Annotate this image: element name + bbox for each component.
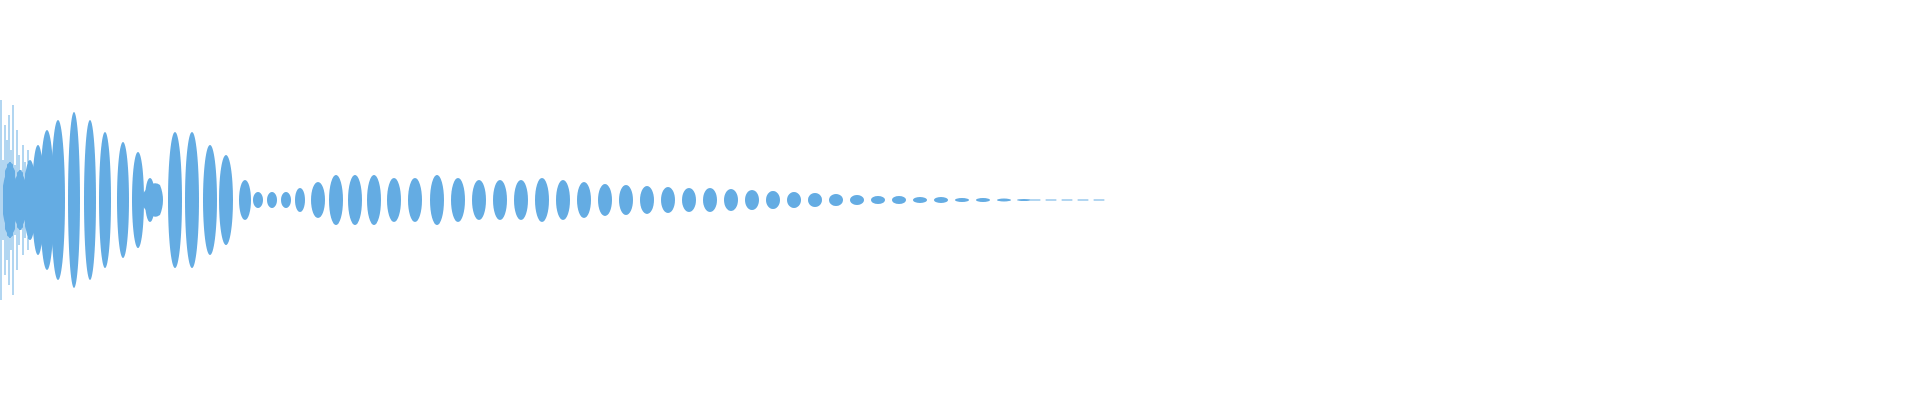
waveform-lobe bbox=[348, 175, 362, 225]
waveform-lobe bbox=[850, 195, 864, 205]
waveform-lobe bbox=[267, 192, 277, 208]
waveform-lobe bbox=[535, 178, 549, 222]
waveform-lobe bbox=[3, 162, 17, 238]
waveform-lobe bbox=[203, 145, 217, 255]
waveform-lobe bbox=[913, 197, 927, 203]
waveform-lobe bbox=[640, 186, 654, 214]
waveform-lobe bbox=[598, 184, 612, 216]
waveform-lobe bbox=[556, 180, 570, 220]
waveform-lobe bbox=[829, 194, 843, 206]
waveform-lobe bbox=[745, 190, 759, 210]
waveform-lobe bbox=[808, 193, 822, 207]
waveform-lobe bbox=[955, 198, 969, 202]
waveform-lobe bbox=[281, 192, 291, 208]
waveform-lobe bbox=[619, 185, 633, 215]
waveform-lobe bbox=[132, 152, 144, 248]
waveform-lobe bbox=[451, 178, 465, 222]
waveform-lobe bbox=[84, 120, 96, 280]
waveform-lobe bbox=[787, 192, 801, 208]
waveform-lobe bbox=[1017, 199, 1031, 201]
waveform-lobe bbox=[493, 180, 507, 220]
waveform-lobe bbox=[329, 175, 343, 225]
waveform-lobe bbox=[367, 175, 381, 225]
waveform-lobe bbox=[99, 132, 111, 268]
waveform-lobe bbox=[997, 198, 1011, 202]
waveform-lobe bbox=[117, 142, 129, 258]
waveform-lobe bbox=[724, 189, 738, 211]
waveform-lobe bbox=[577, 182, 591, 218]
waveform-lobe bbox=[239, 180, 251, 220]
waveform-lobe bbox=[976, 198, 990, 202]
waveform-lobe bbox=[219, 155, 233, 245]
waveform-lobe bbox=[682, 188, 696, 212]
waveform-lobe bbox=[68, 112, 80, 288]
waveform-lobe bbox=[661, 187, 675, 213]
waveform-lobe bbox=[387, 178, 401, 222]
waveform-lobe bbox=[472, 180, 486, 220]
waveform-lobe bbox=[168, 132, 182, 268]
waveform-lobe bbox=[185, 132, 199, 268]
waveform-lobe bbox=[51, 120, 65, 280]
waveform-lobe bbox=[934, 197, 948, 203]
waveform-lobes bbox=[3, 112, 1031, 288]
waveform-lobe bbox=[766, 191, 780, 209]
waveform-shoulder bbox=[140, 183, 163, 217]
waveform-lobe bbox=[514, 180, 528, 220]
waveform-lobe bbox=[14, 170, 26, 230]
waveform-lobe bbox=[40, 130, 54, 270]
waveform-lobe bbox=[295, 188, 305, 212]
waveform-lobe bbox=[892, 196, 906, 204]
waveform-lobe bbox=[430, 175, 444, 225]
waveform-lobe bbox=[408, 178, 422, 222]
waveform-lobe bbox=[311, 182, 325, 218]
waveform-lobe bbox=[703, 188, 717, 212]
waveform-lobe bbox=[253, 192, 263, 208]
waveform-lobe bbox=[871, 196, 885, 204]
